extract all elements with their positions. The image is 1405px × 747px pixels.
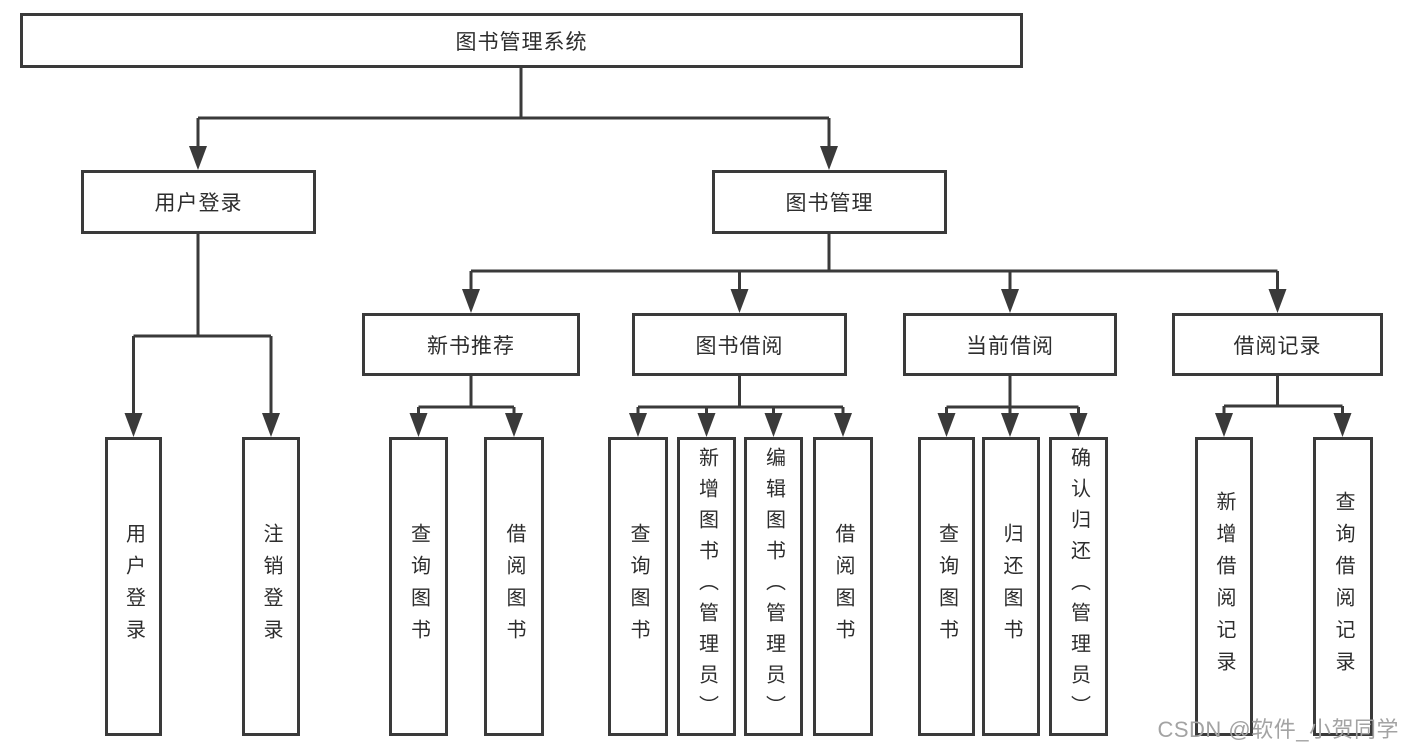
leaf-query-books-1: 查询图书 — [389, 437, 448, 736]
leaf-label: 编辑图书（管理员） — [762, 447, 785, 726]
arrowhead — [262, 413, 280, 437]
leaf-confirm-return-admin: 确认归还（管理员） — [1049, 437, 1108, 736]
node-user-login: 用户登录 — [81, 170, 316, 234]
connector-book-borrow-branch — [636, 376, 845, 416]
arrowhead — [937, 413, 956, 437]
leaf-add-borrow-record: 新增借阅记录 — [1195, 437, 1253, 736]
arrowhead — [764, 413, 783, 437]
arrowhead — [1001, 289, 1019, 313]
arrowhead — [629, 413, 647, 437]
leaf-query-books-2: 查询图书 — [608, 437, 668, 736]
connector-current-borrow-branch — [945, 376, 1080, 416]
leaf-label: 查询图书 — [627, 522, 649, 651]
node-label: 图书管理系统 — [455, 30, 588, 54]
arrowhead — [505, 413, 523, 437]
arrowhead — [189, 146, 207, 170]
arrowhead — [1215, 413, 1233, 437]
node-label: 新书推荐 — [427, 334, 515, 358]
connector-root-branch — [196, 68, 831, 150]
leaf-label: 新增借阅记录 — [1213, 490, 1235, 683]
leaf-label: 注销登录 — [260, 522, 282, 651]
leaf-query-borrow-record: 查询借阅记录 — [1313, 437, 1373, 736]
connector-borrow-record-branch — [1222, 376, 1344, 416]
arrowhead — [834, 413, 852, 437]
csdn-watermark: CSDN @软件_小贺同学 — [1157, 717, 1399, 742]
leaf-add-books-admin: 新增图书（管理员） — [677, 437, 736, 736]
connector-new-book-branch — [417, 376, 516, 416]
leaf-edit-books-admin: 编辑图书（管理员） — [744, 437, 803, 736]
node-library-system: 图书管理系统 — [20, 13, 1023, 68]
arrowhead — [1268, 289, 1287, 313]
leaf-logout: 注销登录 — [242, 437, 300, 736]
node-label: 图书借阅 — [695, 334, 784, 358]
node-label: 当前借阅 — [966, 334, 1054, 358]
node-label: 图书管理 — [785, 192, 874, 215]
leaf-label: 查询借阅记录 — [1332, 490, 1354, 683]
node-borrow-record: 借阅记录 — [1172, 313, 1383, 376]
leaf-label: 查询图书 — [407, 522, 430, 651]
node-label: 借阅记录 — [1233, 334, 1322, 358]
leaf-label: 确认归还（管理员） — [1067, 447, 1090, 726]
arrowhead — [1069, 413, 1088, 437]
arrowhead — [1333, 413, 1352, 437]
arrowhead — [1001, 413, 1019, 437]
leaf-label: 借阅图书 — [503, 522, 525, 651]
arrowhead — [730, 289, 749, 313]
leaf-label: 借阅图书 — [832, 522, 854, 651]
arrowhead — [820, 146, 838, 170]
leaf-query-books-3: 查询图书 — [918, 437, 975, 736]
leaf-borrow-books-1: 借阅图书 — [484, 437, 544, 736]
arrowhead — [697, 413, 716, 437]
arrowhead — [409, 413, 428, 437]
node-book-borrow: 图书借阅 — [632, 313, 847, 376]
leaf-label: 新增图书（管理员） — [695, 447, 718, 726]
leaf-label: 查询图书 — [935, 522, 958, 651]
arrowheads — [124, 146, 1352, 437]
node-label: 用户登录 — [154, 192, 243, 215]
leaf-label: 归还图书 — [1000, 522, 1022, 651]
leaf-label: 用户登录 — [122, 522, 145, 651]
arrowhead — [124, 413, 143, 437]
node-book-management: 图书管理 — [712, 170, 947, 234]
node-new-book-recommend: 新书推荐 — [362, 313, 580, 376]
connector-book-mgmt-branch — [469, 234, 1279, 292]
arrowhead — [462, 289, 480, 313]
leaf-user-login: 用户登录 — [105, 437, 162, 736]
connector-user-login-branch — [132, 234, 273, 416]
leaf-borrow-books-2: 借阅图书 — [813, 437, 873, 736]
node-current-borrow: 当前借阅 — [903, 313, 1117, 376]
leaf-return-books: 归还图书 — [982, 437, 1040, 736]
